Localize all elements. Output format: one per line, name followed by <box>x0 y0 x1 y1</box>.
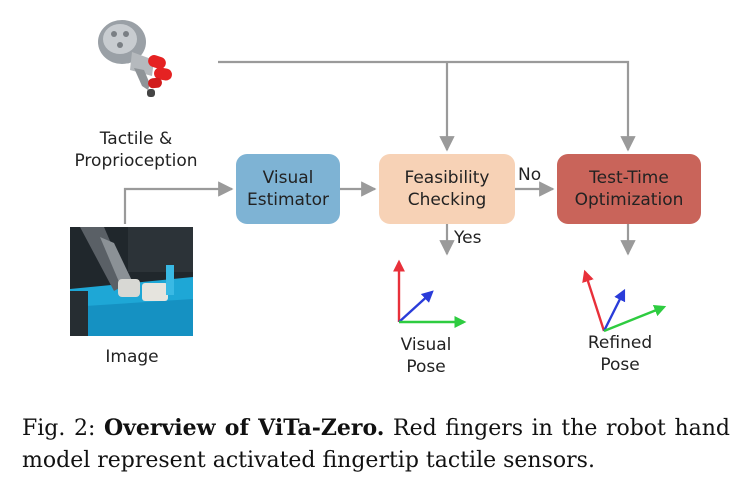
feasibility-line2: Checking <box>407 190 487 210</box>
test-time-optimization-box: Test-Time Optimization <box>557 154 701 224</box>
image-label: Image <box>105 347 159 367</box>
refined-pose-axes <box>582 269 667 333</box>
no-edge-label: No <box>518 165 542 185</box>
feasibility-line1: Feasibility <box>404 168 490 188</box>
refined-pose-label: Refined Pose <box>587 333 653 375</box>
tactile-connector <box>218 60 636 152</box>
optimization-line1: Test-Time <box>589 168 669 188</box>
feasibility-checking-box: Feasibility Checking <box>379 154 515 224</box>
visual-estimator-line1: Visual <box>262 168 314 188</box>
caption-prefix: Fig. 2: <box>22 416 96 441</box>
optimization-line2: Optimization <box>574 190 684 210</box>
yes-edge-label: Yes <box>454 228 482 248</box>
visual-estimator-line2: Estimator <box>246 190 330 210</box>
tactile-proprioception-label: Tactile & Proprioception <box>74 129 198 171</box>
robot-hand-icon <box>98 20 172 97</box>
visual-pose-label: Visual Pose <box>400 335 452 377</box>
caption-title: Overview of ViTa-Zero. <box>103 415 385 441</box>
visual-estimator-box: Visual Estimator <box>236 154 340 224</box>
caption-text: Red fingers in the robot hand model repr… <box>22 416 731 473</box>
figure-caption: Fig. 2: Overview of ViTa-Zero. Red finge… <box>22 412 730 477</box>
robot-camera-image <box>70 227 193 336</box>
image-to-visual-arrow <box>123 181 234 224</box>
visual-pose-axes <box>393 259 467 328</box>
